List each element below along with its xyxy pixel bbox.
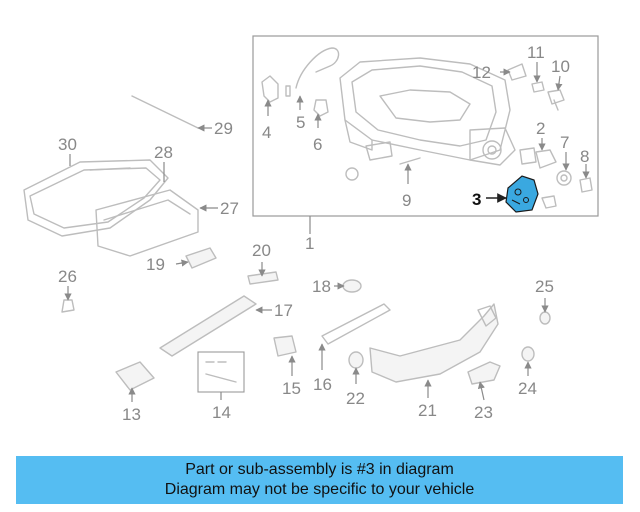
rail-part-17 [159,295,257,357]
label-19: 19 [146,255,165,274]
label-3: 3 [472,190,481,209]
leader-lines [64,62,590,402]
bracket-part-19 [185,247,217,269]
label-9: 9 [402,191,411,210]
clip-part-6 [313,99,329,117]
cable-part [295,47,340,89]
label-6: 6 [313,135,322,154]
knob-part-18 [342,279,362,293]
label-18: 18 [312,277,331,296]
label-27: 27 [220,199,239,218]
label-15: 15 [282,379,301,398]
label-24: 24 [518,379,537,398]
rod-part [131,95,199,129]
highlighted-part-3 [505,175,539,213]
label-20: 20 [252,241,271,260]
part-8 [579,177,593,193]
banner-line-disclaimer: Diagram may not be specific to your vehi… [164,481,475,498]
part-labels: 1 2 3 4 5 6 7 8 9 10 11 12 13 14 15 16 1… [58,43,589,424]
label-29: 29 [214,119,233,138]
label-2: 2 [536,119,545,138]
label-10: 10 [551,57,570,76]
seat-frame-inset-box [252,35,599,217]
part-20 [247,271,279,285]
part-2 [535,149,557,169]
label-12: 12 [472,63,491,82]
part-25 [539,311,551,325]
label-14: 14 [212,403,231,422]
label-26: 26 [58,267,77,286]
clip-part-12 [507,63,527,81]
label-11: 11 [527,43,545,62]
bracket-part-9a [365,141,393,161]
banner-line-part-number: Part or sub-assembly is #3 in diagram [185,461,454,478]
label-22: 22 [346,389,365,408]
label-13: 13 [122,405,141,424]
part-24 [521,346,535,362]
label-25: 25 [535,277,554,296]
part-26 [61,299,75,313]
label-7: 7 [560,133,569,152]
bracket-part-4 [261,75,279,103]
label-21: 21 [418,401,437,420]
info-banner: Part or sub-assembly is #3 in diagram Di… [16,456,623,504]
lever-part-23 [467,361,501,385]
part-22 [348,351,364,369]
cushion-pad-part [95,189,199,257]
bolt-part-10 [547,89,565,111]
label-5: 5 [296,113,305,132]
label-16: 16 [313,375,332,394]
label-8: 8 [580,147,589,166]
label-30: 30 [58,135,77,154]
label-1: 1 [305,234,314,253]
cover-part-21 [369,303,499,383]
label-23: 23 [474,403,493,422]
nut-part-11 [531,81,545,93]
label-17: 17 [274,301,293,320]
hardware-kit-box-14 [197,351,245,393]
seat-frame-part [339,57,537,166]
part-7 [556,170,572,186]
label-28: 28 [154,143,173,162]
part-15 [273,335,297,357]
seat-cushion-part [23,159,169,237]
label-4: 4 [262,123,271,142]
bracket-part-16 [321,303,391,345]
clip-part-5 [285,85,291,97]
part-13 [115,361,155,391]
